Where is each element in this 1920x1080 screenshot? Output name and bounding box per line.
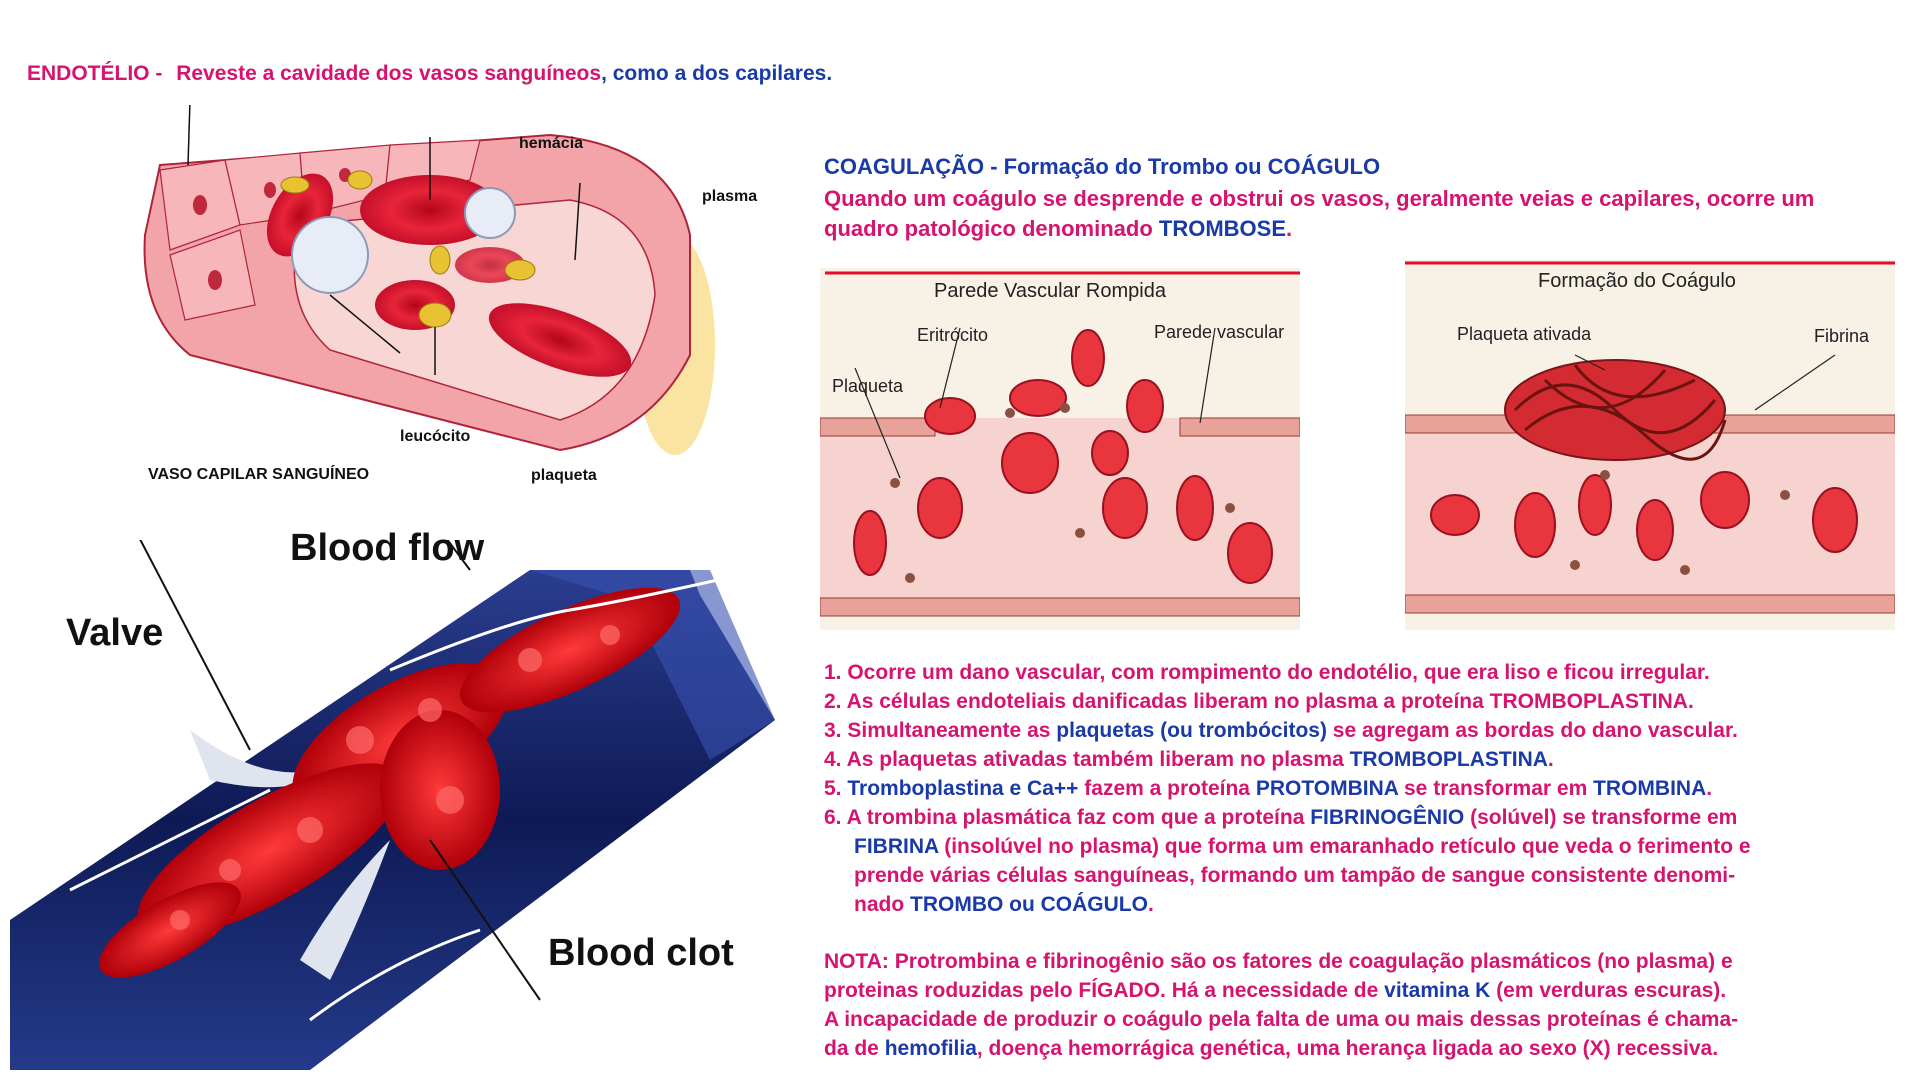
coagulation-steps: 1. Ocorre um dano vascular, com rompimen… [824, 658, 1751, 919]
nota-text: proteinas roduzidas pelo FÍGADO. Há a ne… [824, 979, 1385, 1002]
coagulacao-desc-line1: Quando um coágulo se desprende e obstrui… [824, 186, 1815, 211]
label-plasma: plasma [702, 188, 758, 205]
label-valve: Valve [66, 612, 164, 654]
step-6-line2: FIBRINA (insolúvel no plasma) que forma … [824, 832, 1751, 861]
step-3-text: 3. Simultaneamente as [824, 719, 1057, 742]
label-blood-clot: Blood clot [548, 932, 734, 974]
step-5-num: 5. [824, 777, 848, 800]
vein-clot-illustration [10, 540, 775, 1070]
step-2: 2. As células endoteliais danificadas li… [824, 687, 1751, 716]
step-5-protombina: PROTOMBINA [1255, 777, 1399, 800]
step-5: 5. Tromboplastina e Ca++ fazem a proteín… [824, 774, 1751, 803]
step-6: 6. A trombina plasmática faz com que a p… [824, 803, 1751, 832]
step-4: 4. As plaquetas ativadas também liberam … [824, 745, 1751, 774]
nota-line2: proteinas roduzidas pelo FÍGADO. Há a ne… [824, 976, 1738, 1005]
nota-line1: NOTA: Protrombina e fibrinogênio são os … [824, 950, 1733, 973]
coagulacao-title: COAGULAÇÃO - Formação do Trombo ou COÁGU… [824, 154, 1381, 179]
nota-hemofilia: hemofilia [884, 1037, 977, 1060]
label-parede-vascular: Parede vascular [1154, 322, 1285, 342]
step-1: 1. Ocorre um dano vascular, com rompimen… [824, 661, 1710, 684]
step-6-line4: nado TROMBO ou COÁGULO. [824, 890, 1751, 919]
panel-parede-rompida [820, 268, 1300, 630]
step-6-trombo: TROMBO ou COÁGULO [910, 893, 1148, 916]
coagulacao-description: Quando um coágulo se desprende e obstrui… [824, 184, 1814, 244]
nota-vitamina-k: vitamina K [1384, 979, 1491, 1002]
step-6-fibrinogenio: FIBRINOGÊNIO [1310, 806, 1465, 829]
endotelio-label: ENDOTÉLIO - [27, 62, 163, 85]
panel-left-title: Parede Vascular Rompida [934, 280, 1166, 302]
label-plaqueta-ativada: Plaqueta ativada [1457, 324, 1592, 344]
label-eritrocito: Eritrócito [917, 325, 989, 345]
step-5-trombina: TROMBINA [1593, 777, 1707, 800]
step-4-period: . [1547, 748, 1554, 771]
step-6-fibrina: FIBRINA [854, 835, 939, 858]
step-6-period: . [1147, 893, 1154, 916]
step-4-text: 4. As plaquetas ativadas também liberam … [824, 748, 1350, 771]
step-5-period: . [1706, 777, 1713, 800]
coagulacao-desc-line2: quadro patológico denominado TROMBOSE. [824, 214, 1814, 244]
label-plaqueta-panel: Plaqueta [832, 376, 904, 396]
nota-line3: A incapacidade de produzir o coágulo pel… [824, 1008, 1739, 1031]
label-plaqueta: plaqueta [531, 467, 597, 484]
panel-formacao-coagulo [1405, 260, 1895, 630]
step-6-nado: nado [854, 893, 910, 916]
nota-text3: da de [824, 1037, 885, 1060]
step-3: 3. Simultaneamente as plaquetas (ou trom… [824, 716, 1751, 745]
step-5-text: fazem a proteína [1078, 777, 1256, 800]
step-2-text: 2. As células endoteliais danificadas li… [824, 690, 1490, 713]
label-fibrina: Fibrina [1814, 326, 1870, 346]
nota-text2: (em verduras escuras). [1490, 979, 1727, 1002]
step-2-tromboplastina: TROMBOPLASTINA [1489, 690, 1688, 713]
step-5-text2: se transformar em [1398, 777, 1594, 800]
nota-line4: da de hemofilia, doença hemorrágica gené… [824, 1034, 1738, 1063]
step-6-text2: (solúvel) se transforme em [1464, 806, 1738, 829]
label-hemacia: hemácia [519, 135, 584, 152]
step-5-tromboplastina-ca: Tromboplastina e Ca++ [847, 777, 1079, 800]
step-2-period: . [1687, 690, 1694, 713]
nota-text4: , doença hemorrágica genética, uma heran… [976, 1037, 1719, 1060]
desc-period: . [1286, 216, 1293, 241]
step-3-end: se agregam as bordas do dano vascular. [1326, 719, 1738, 742]
nota-block: NOTA: Protrombina e fibrinogênio são os … [824, 947, 1738, 1063]
step-4-tromboplastina: TROMBOPLASTINA [1349, 748, 1548, 771]
label-leucocito: leucócito [400, 428, 471, 445]
desc-trombose: TROMBOSE [1158, 216, 1287, 241]
step-6-text: 6. A trombina plasmática faz com que a p… [824, 806, 1311, 829]
desc-text: quadro patológico denominado [824, 216, 1159, 241]
endotelio-text-end: , como a dos capilares. [601, 62, 833, 85]
endotelio-heading: ENDOTÉLIO - Reveste a cavidade dos vasos… [27, 62, 832, 86]
endotelio-text: Reveste a cavidade dos vasos sanguíneos [176, 62, 602, 85]
label-blood-flow: Blood flow [290, 527, 485, 569]
panel-right-title: Formação do Coágulo [1538, 270, 1736, 292]
step-6-line3: prende várias células sanguíneas, forman… [854, 864, 1736, 887]
capillary-caption: VASO CAPILAR SANGUÍNEO [148, 466, 370, 483]
step-3-plaquetas: plaquetas (ou trombócitos) [1056, 719, 1327, 742]
step-6-text3: (insolúvel no plasma) que forma um emara… [938, 835, 1751, 858]
capillary-illustration [143, 105, 715, 455]
